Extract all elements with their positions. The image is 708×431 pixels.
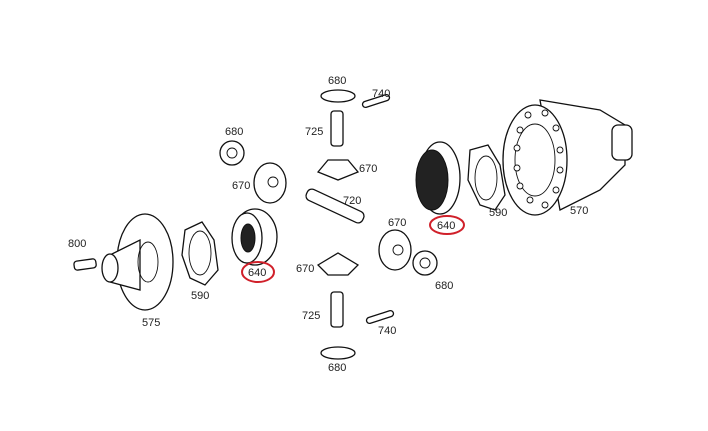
shaft-725-bottom [330,291,344,328]
label-640: 640 [437,220,455,232]
shaft-725-top [330,110,344,147]
highlight-circle [429,215,465,235]
label-575: 575 [142,317,160,329]
side-gear-640-left [231,208,278,283]
thrust-plate-590-right [467,144,506,211]
housing-570 [502,99,633,216]
label-740: 740 [378,325,396,337]
label-680: 680 [328,75,346,87]
label-680: 680 [328,362,346,374]
label-680: 680 [435,280,453,292]
label-640: 640 [248,267,266,279]
washer-680-left [219,140,245,166]
pin-740-top [361,93,391,109]
highlight-circle [241,261,275,283]
label-740: 740 [372,88,390,100]
pinion-670-bottom [316,252,360,276]
label-680: 680 [225,126,243,138]
label-725: 725 [302,310,320,322]
pin-740-bottom [365,309,395,325]
label-725: 725 [305,126,323,138]
washer-680-bottom [320,346,356,360]
pinion-670-right [378,229,412,271]
bolt-800 [73,258,97,271]
thrust-plate-590-left [181,221,219,286]
pinion-670-top [316,159,360,181]
label-590: 590 [489,207,507,219]
label-720: 720 [343,195,361,207]
cross-shaft-720 [305,188,365,224]
label-670: 670 [296,263,314,275]
label-670: 670 [232,180,250,192]
label-800: 800 [68,238,86,250]
pinion-670-left [253,162,287,204]
washer-680-top [320,89,356,103]
housing-575 [101,213,174,311]
side-gear-640-right [415,141,465,235]
label-670: 670 [388,217,406,229]
label-570: 570 [570,205,588,217]
label-590: 590 [191,290,209,302]
washer-680-right [412,250,438,276]
label-670: 670 [359,163,377,175]
